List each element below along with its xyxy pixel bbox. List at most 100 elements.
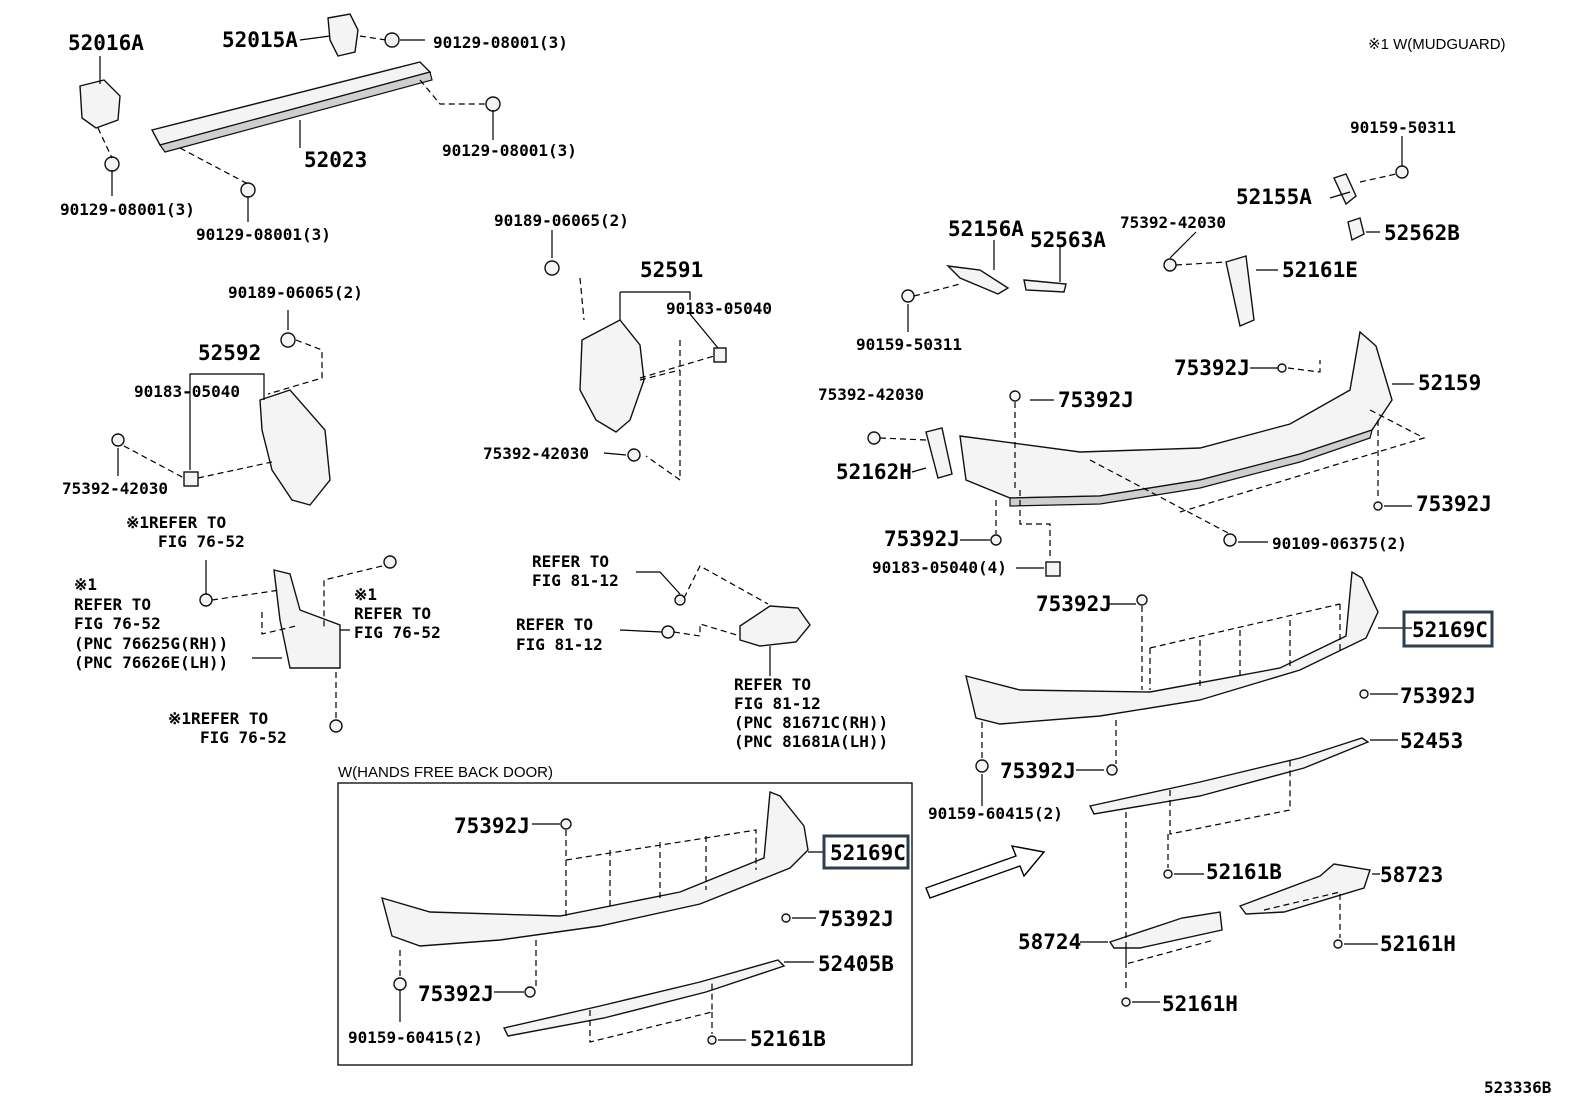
label-75392J-5: 75392J [1036,592,1112,616]
note-r7-line4: (PNC 81681A(LH)) [734,732,888,751]
note-r6-line2: FIG 81-12 [516,635,603,654]
label-52162H: 52162H [836,460,912,484]
label-75392J-7: 75392J [1000,759,1076,783]
clip-icon [544,260,560,276]
bumper-cover-group [867,330,1426,577]
nut-icon [1045,561,1061,577]
note-r5-line1: REFER TO [532,552,609,571]
label-52562B: 52562B [1384,221,1460,245]
part-52405B-garnish[interactable] [502,959,786,1037]
label-90129-08001-a: 90129-08001(3) [433,33,568,52]
label-52156A: 52156A [948,217,1024,241]
part-52592-group [111,310,331,506]
part-52592-cover[interactable] [259,389,331,506]
part-52155A-bracket[interactable] [1333,173,1357,206]
note-r4-line1: ※1REFER TO [168,709,268,728]
label-75392J-6: 75392J [1400,684,1476,708]
note-r7-line2: FIG 81-12 [734,694,821,713]
clip-icon [674,594,686,606]
lower-cover-group [965,570,1494,725]
label-90183-05040-4: 90183-05040(4) [872,558,1007,577]
label-90109-06375: 90109-06375(2) [1272,534,1407,553]
clip-icon [1333,939,1343,949]
part-58724-cover[interactable] [1108,911,1223,949]
inset-frame [337,782,913,1066]
label-90129-08001-c: 90129-08001(3) [60,200,195,219]
upper-right-brackets [901,136,1409,332]
inset-title: W(HANDS FREE BACK DOOR) [338,764,553,781]
note-r7-line1: REFER TO [734,675,811,694]
label-75392J-1: 75392J [1174,356,1250,380]
note-r2-line4: (PNC 76625G(RH)) [74,634,228,653]
label-52161E: 52161E [1282,258,1358,282]
part-52169C-lower-cover[interactable] [965,570,1379,725]
screw-icon [111,433,125,447]
part-52015A-bracket[interactable] [327,13,359,57]
label-75392-42030-b: 75392-42030 [483,444,589,463]
arrow-icon [925,845,1046,899]
screw-icon [661,625,675,639]
screw-icon [199,593,213,607]
label-75392-42030-d: 75392-42030 [818,385,924,404]
reinforcement-assembly [79,13,501,222]
clip-icon [1277,363,1287,373]
clip-icon [1163,869,1173,879]
label-52169C-inset[interactable]: 52169C [830,841,906,865]
clip-icon [1359,689,1369,699]
label-90183-05040-b: 90183-05040 [134,382,240,401]
screw-icon [393,977,407,991]
screw-icon [627,448,641,462]
note-r7-line3: (PNC 81671C(RH)) [734,713,888,732]
note-r4-line2: FIG 76-52 [200,728,287,747]
part-52562B-clip[interactable] [1347,217,1365,242]
part-52563A-bracket[interactable] [1023,279,1067,293]
label-90189-06065-a: 90189-06065(2) [494,211,629,230]
label-52563A: 52563A [1030,228,1106,252]
label-52023: 52023 [304,148,367,172]
label-52015A: 52015A [222,28,298,52]
part-52162H-bracket[interactable] [925,427,953,479]
screw-icon [867,431,881,445]
note-mudguard: ※1 W(MUDGUARD) [1368,36,1506,53]
clip-icon [1373,501,1383,511]
part-reflector-81671C[interactable] [739,605,811,647]
note-r2-line5: (PNC 76626E(LH)) [74,653,228,672]
label-90183-05040-a: 90183-05040 [666,299,772,318]
diagram-id: 523336B [1484,1078,1552,1097]
clip-icon [1136,594,1148,606]
part-58723-cover[interactable] [1238,863,1371,915]
part-52453-garnish[interactable] [1088,737,1370,815]
nut-icon [713,347,727,363]
note-r3-line3: FIG 76-52 [354,623,441,642]
part-52169C-inset-cover[interactable] [381,791,809,947]
clip-icon [1009,390,1021,402]
part-52156A-bracket[interactable] [946,265,1010,295]
label-75392J-3: 75392J [1416,492,1492,516]
note-r2-line1: ※1 [74,575,97,594]
label-52591: 52591 [640,258,703,282]
label-90159-50311-a: 90159-50311 [1350,118,1456,137]
label-75392J-inset-3: 75392J [418,982,494,1006]
nut-icon [183,471,199,487]
screw-icon [1163,258,1177,272]
screw-icon [1223,533,1237,547]
label-90159-60415-a: 90159-60415(2) [928,804,1063,823]
bolt-icon [104,32,501,198]
label-52405B: 52405B [818,952,894,976]
note-r2-line2: REFER TO [74,595,151,614]
part-mudguard-76625G[interactable] [273,569,341,669]
clip-icon [707,1035,717,1045]
part-52591-cover[interactable] [579,319,645,433]
part-52016A-bracket[interactable] [79,79,121,129]
label-52155A: 52155A [1236,185,1312,209]
part-52161E-cover[interactable] [1225,255,1255,327]
label-52169C-main[interactable]: 52169C [1412,618,1488,642]
label-75392J-2: 75392J [1058,388,1134,412]
note-r2-line3: FIG 76-52 [74,614,161,633]
label-90189-06065-b: 90189-06065(2) [228,283,363,302]
highlight-52169C-main [1402,610,1494,648]
note-r6-line1: REFER TO [516,615,593,634]
label-90159-60415-b: 90159-60415(2) [348,1028,483,1047]
part-52023-beam[interactable] [150,61,432,146]
